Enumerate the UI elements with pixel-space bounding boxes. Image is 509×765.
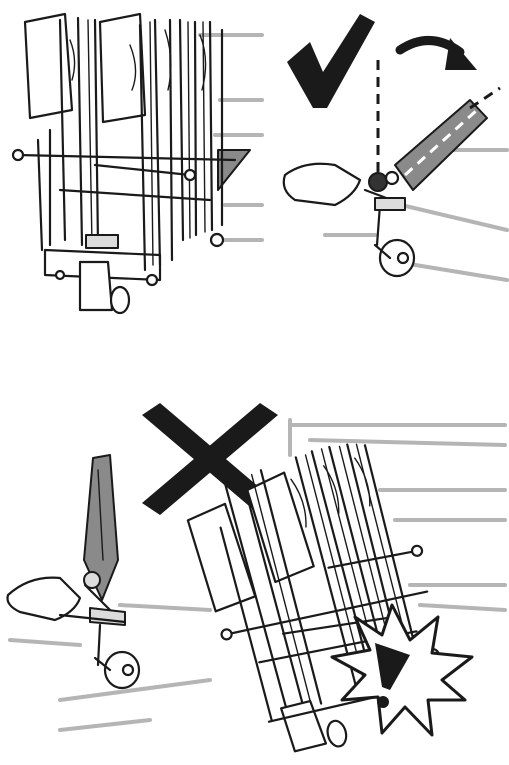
- panel-stacked-wheelchairs-correct: [0, 0, 265, 330]
- check-mark-icon: [287, 14, 375, 108]
- footrest-folded-illustration: [282, 14, 509, 282]
- panel-stacked-wheelchairs-tipping-wrong: [120, 395, 509, 765]
- panel-footrest-upright-wrong: [0, 400, 215, 765]
- rotation-arrow-icon: [395, 36, 477, 70]
- warning-exclamation-icon: [330, 603, 474, 737]
- stacked-wheelchairs-illustration: [11, 12, 264, 315]
- panel-footrest-folded-correct: [265, 0, 509, 310]
- tipping-stack-illustration: [142, 403, 507, 753]
- footrest-upright-illustration: [6, 454, 212, 732]
